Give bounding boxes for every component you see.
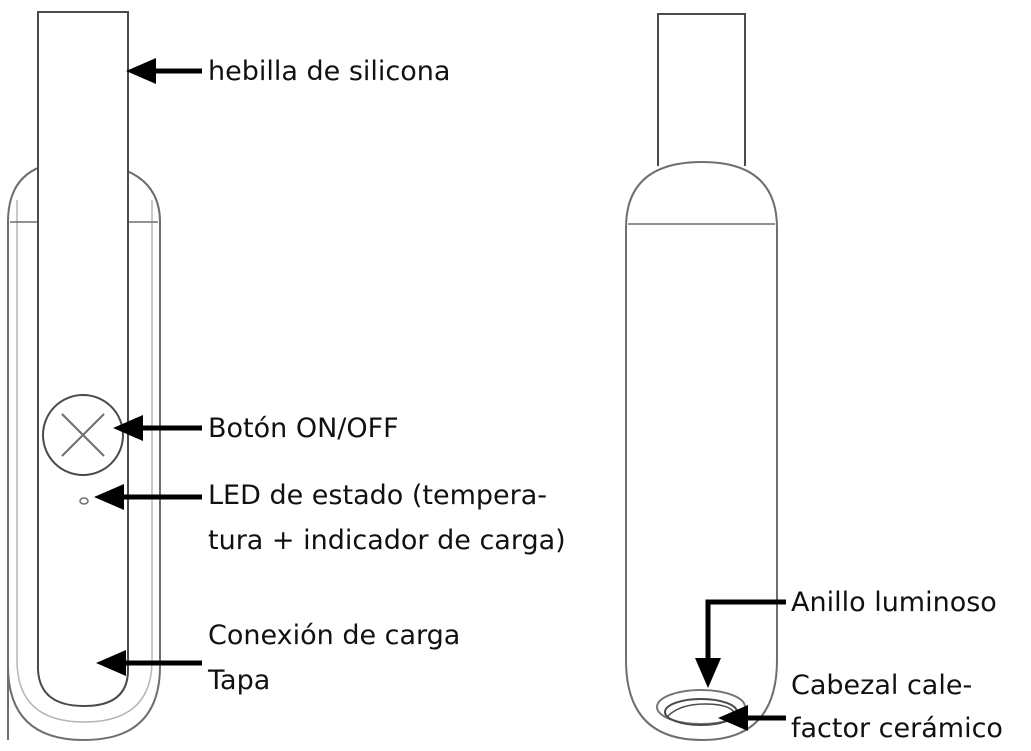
front-view-device <box>7 11 161 742</box>
arrow-ceramic-head <box>718 705 786 731</box>
label-charging-port: Conexión de carga <box>208 620 461 651</box>
arrow-status-led <box>94 484 202 510</box>
label-silicone-buckle: hebilla de silicona <box>208 56 451 87</box>
arrow-charging-port <box>96 650 202 676</box>
status-led-shape <box>79 497 89 505</box>
back-view-device <box>625 13 778 742</box>
label-power-button: Botón ON/OFF <box>208 413 399 444</box>
back-body-outline <box>625 160 778 742</box>
front-inner-loop <box>16 200 153 723</box>
pointer-arrows <box>94 58 786 731</box>
label-ceramic-head-line1: Cabezal cale- <box>791 670 973 701</box>
label-status-led-line2: tura + indicador de carga) <box>208 525 566 556</box>
front-body-outline <box>7 160 161 742</box>
label-status-led-line1: LED de estado (tempera- <box>208 480 548 511</box>
label-cap: Tapa <box>208 665 271 696</box>
label-ceramic-head-line2: factor cerámico <box>791 713 1003 744</box>
arrow-power-button <box>113 415 202 441</box>
back-strap-tab <box>657 13 746 166</box>
power-button-shape <box>42 394 124 476</box>
arrow-silicone-buckle <box>126 58 202 84</box>
arrow-light-ring <box>695 599 786 688</box>
silicone-strap <box>37 11 129 708</box>
label-light-ring: Anillo luminoso <box>791 587 997 618</box>
ceramic-head-inner <box>667 703 735 717</box>
